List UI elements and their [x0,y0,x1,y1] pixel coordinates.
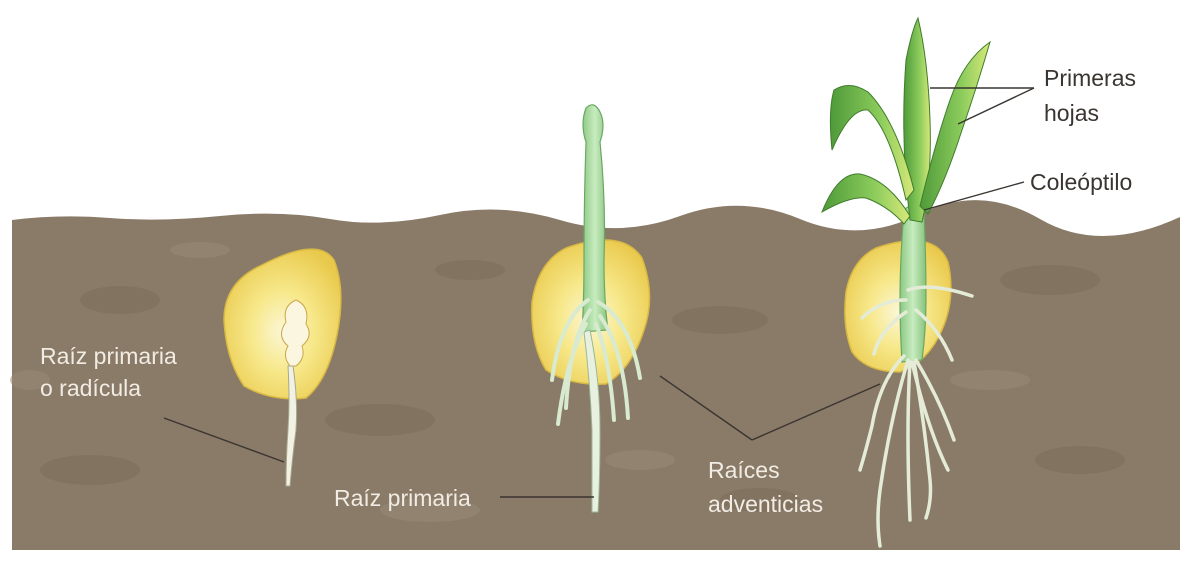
label-raiz-primaria: Raíz primaria [334,484,471,512]
label-primeras-hojas-line1: Primeras [1044,64,1136,92]
label-raiz-primaria-radicula-line1: Raíz primaria [40,342,177,370]
label-coleoptilo: Coleóptilo [1030,168,1132,196]
seed-2-coleoptile [582,105,608,332]
label-primeras-hojas-line2: hojas [1044,99,1099,127]
leaf-left-lower [822,174,910,224]
label-raiz-primaria-radicula-line2: o radícula [40,374,141,402]
label-raices-adventicias-line2: adventicias [708,490,823,518]
label-raices-adventicias-line1: Raíces [708,456,780,484]
seed-3-stem [900,205,926,362]
